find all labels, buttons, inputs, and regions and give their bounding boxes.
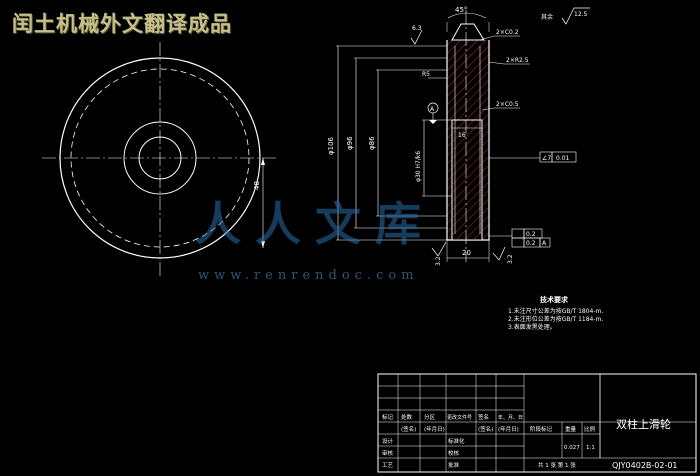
tb-scale-value: 1:1 (586, 445, 595, 451)
radius-text: R5 (422, 71, 430, 78)
watermark-text: 人人文库 (195, 197, 435, 251)
rough-b-text: 3.2 (507, 254, 514, 264)
gdt1-value-box (551, 151, 577, 163)
tb-std: 标准化 (448, 437, 465, 445)
title-block (377, 373, 697, 473)
banner-title: 闰土机械外文翻译成品 (12, 12, 232, 36)
datum-label: A (430, 106, 435, 113)
roughness-symbol-a (410, 29, 423, 45)
tb-design: 设计 (382, 437, 394, 445)
tb-sheet: 共 1 张 第 1 张 (538, 461, 576, 469)
tb-weight-label: 重量 (565, 425, 577, 433)
tb-col-5: 年、月、日 (498, 414, 523, 421)
tb-check: 校核 (448, 449, 460, 457)
tb-col-4: 签名 (478, 413, 489, 421)
tb-stage: 阶段标记 (530, 425, 553, 433)
rough-a-text: 6.3 (412, 25, 422, 32)
watermark-url: www.renrendoc.com (198, 268, 419, 283)
tech-line-1: 1.未注尺寸公差为按GB/T 1804-m. (508, 307, 603, 315)
tb-drawing-code: QJY0402B-02-01 (612, 461, 678, 470)
front-view (42, 42, 278, 278)
roughness-symbol-other (561, 7, 590, 25)
tb-date-2: (年月日) (498, 425, 519, 433)
dim-d106-text: φ106 (327, 136, 335, 155)
angle-arc (447, 12, 487, 19)
fillet-text: 2×R2.5 (506, 57, 529, 64)
tb-col-3: 更改文件号 (447, 414, 472, 421)
tb-approve: 批准 (448, 461, 460, 469)
tb-craft: 工艺 (382, 462, 394, 469)
dim-20-text: 20 (462, 249, 471, 257)
tb-date: (年月日) (424, 425, 445, 433)
tb-col-1: 处数 (401, 413, 413, 421)
dim-angle-text: 45° (455, 6, 467, 14)
tb-part-name: 双柱上滑轮 (616, 417, 671, 431)
rough-other-text: 12.5 (574, 11, 588, 18)
dim-d96-text: φ96 (346, 136, 354, 150)
gdt3-ref-text: A (542, 240, 547, 247)
dim-48-text: 48 (253, 181, 261, 190)
gdt3-value-text: 0.2 (526, 240, 536, 247)
chamfer-top-text: 2×C0.2 (496, 29, 519, 36)
rough-other-label: 其余 (541, 13, 553, 21)
tb-scale-label: 比例 (584, 425, 596, 433)
tb-review: 审核 (382, 449, 394, 457)
roughness-symbol-c (431, 241, 447, 257)
tb-sign-2: (签名) (478, 425, 493, 433)
tb-col-2: 分区 (424, 413, 436, 421)
tb-col-0: 标记 (382, 413, 394, 421)
groove-v (451, 23, 485, 41)
dim-16-text: 16 (458, 132, 466, 139)
tech-line-2: 2.未注形位公差为按GB/T 1184-m. (508, 315, 603, 323)
dim-d86-text: φ86 (368, 136, 376, 150)
tech-line-3: 3.表面发黑处理。 (508, 323, 556, 331)
gdt2-value-text: 0.2 (526, 231, 536, 238)
gdt1-value-text: 0.01 (556, 155, 570, 162)
tb-weight-value: 0.027 (564, 445, 580, 451)
section-view (336, 7, 590, 262)
tb-sign: (签名) (401, 425, 416, 433)
tech-title: 技术要求 (540, 295, 569, 304)
gdt1-symbol-text: ∠7 (542, 155, 551, 162)
chamfer-mid-text: 2×C0.5 (496, 101, 519, 108)
rough-c-text: 3.2 (435, 256, 442, 266)
roughness-symbol-b (492, 246, 506, 261)
dim-d30-text: φ30 H7/k6 (415, 151, 422, 182)
